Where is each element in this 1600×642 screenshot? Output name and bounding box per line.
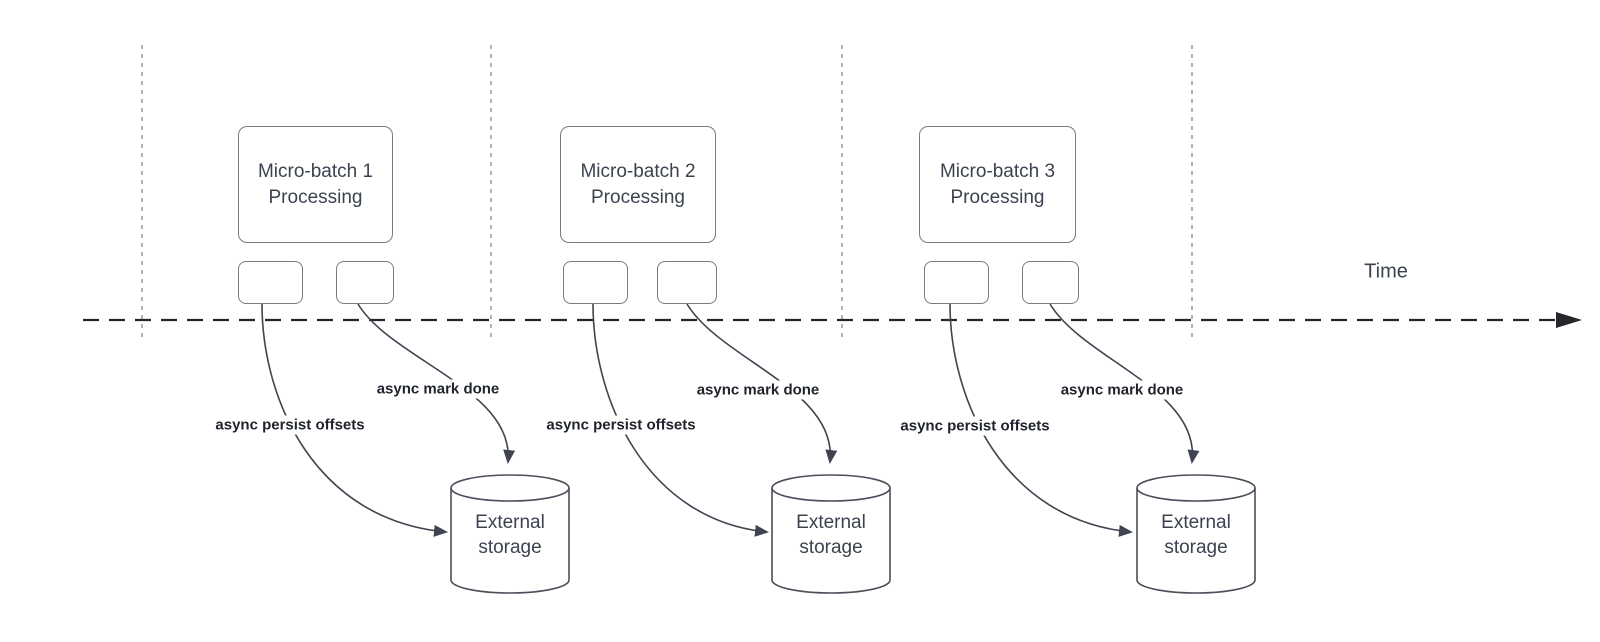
mark-done-arrow-1 [357,303,516,464]
external-storage-label-1: External storage [475,512,545,558]
async-persist-offsets-label-1: async persist offsets [212,415,368,435]
persist-offsets-arrow-2 [592,303,769,537]
mark-done-node-1 [336,261,394,304]
async-mark-done-label-1: async mark done [373,379,503,399]
micro-batch-3-title-line1: Micro-batch 3 [939,160,1056,182]
micro-batch-2-title-line2: Processing [591,186,685,208]
micro-batch-1-title-line2: Processing [268,186,363,208]
timeline-arrowhead-icon [1556,312,1582,328]
persist-offsets-node-2 [563,261,628,304]
external-storage-cylinder-1 [450,474,570,594]
micro-batch-1-title-line1: Micro-batch 1 [257,160,374,182]
micro-batch-3-title-line2: Processing [950,186,1045,208]
async-persist-offsets-label-2: async persist offsets [543,415,699,435]
micro-batch-1-box: Micro-batch 1 Processing [238,126,393,243]
time-axis-label: Time [1364,260,1408,283]
persist-offsets-node-3 [924,261,989,304]
micro-batch-3-box: Micro-batch 3 Processing [919,126,1076,243]
persist-offsets-arrow-1 [261,303,448,537]
mark-done-arrow-3 [1049,303,1200,464]
external-storage-cylinder-2 [771,474,891,594]
persist-offsets-node-1 [238,261,303,304]
micro-batch-2-box: Micro-batch 2 Processing [560,126,716,243]
external-storage-cylinder-3 [1136,474,1256,594]
persist-offsets-arrow-3 [949,303,1133,537]
async-mark-done-label-2: async mark done [693,380,823,400]
external-storage-label-3: External storage [1161,512,1231,558]
mark-done-node-3 [1022,261,1079,304]
external-storage-label-2: External storage [796,512,866,558]
async-mark-done-label-3: async mark done [1057,380,1187,400]
mark-done-node-2 [657,261,717,304]
mark-done-arrow-2 [686,303,838,464]
async-persist-offsets-label-3: async persist offsets [897,416,1053,436]
micro-batch-2-title-line1: Micro-batch 2 [580,160,696,182]
